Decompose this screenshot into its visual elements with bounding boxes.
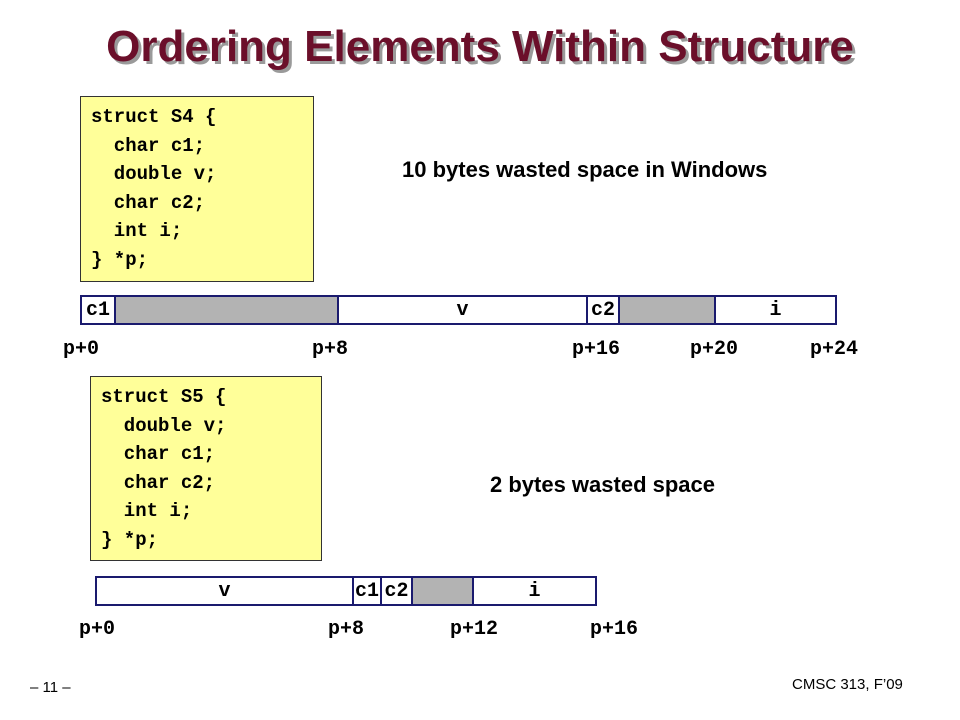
struct-s5-code: struct S5 { double v; char c1; char c2; … bbox=[90, 376, 322, 561]
s4-padding-cell bbox=[618, 297, 714, 323]
s5-address-label: p+16 bbox=[590, 618, 639, 641]
s4-address-label: p+20 bbox=[690, 338, 739, 361]
s4-address-label: p+24 bbox=[810, 338, 859, 361]
s5-cell-i: i bbox=[472, 578, 597, 604]
s4-cell-i: i bbox=[714, 297, 837, 323]
s5-address-label: p+8 bbox=[328, 618, 365, 641]
s4-address-label: p+0 bbox=[63, 338, 100, 361]
s5-memory-layout: v c1 c2 i bbox=[95, 576, 597, 606]
s5-wasted-space-note: 2 bytes wasted space bbox=[490, 472, 716, 497]
s5-cell-v: v bbox=[95, 578, 352, 604]
s4-address-label: p+8 bbox=[312, 338, 349, 361]
s5-cell-c2: c2 bbox=[380, 578, 411, 604]
s5-address-label: p+12 bbox=[450, 618, 499, 641]
slide-title: Ordering Elements Within Structure bbox=[106, 22, 854, 71]
course-label: CMSC 313, F’09 bbox=[792, 676, 903, 693]
s5-padding-cell bbox=[411, 578, 472, 604]
s4-cell-c1: c1 bbox=[80, 297, 114, 323]
s4-address-label: p+16 bbox=[572, 338, 621, 361]
s5-cell-c1: c1 bbox=[352, 578, 380, 604]
s4-memory-layout: c1 v c2 i bbox=[80, 295, 837, 325]
s4-cell-v: v bbox=[337, 297, 586, 323]
s4-cell-c2: c2 bbox=[586, 297, 618, 323]
struct-s4-code: struct S4 { char c1; double v; char c2; … bbox=[80, 96, 314, 282]
page-number: – 11 – bbox=[30, 679, 71, 696]
s4-wasted-space-note: 10 bytes wasted space in Windows bbox=[402, 157, 768, 182]
s5-address-label: p+0 bbox=[79, 618, 116, 641]
s4-padding-cell bbox=[114, 297, 337, 323]
